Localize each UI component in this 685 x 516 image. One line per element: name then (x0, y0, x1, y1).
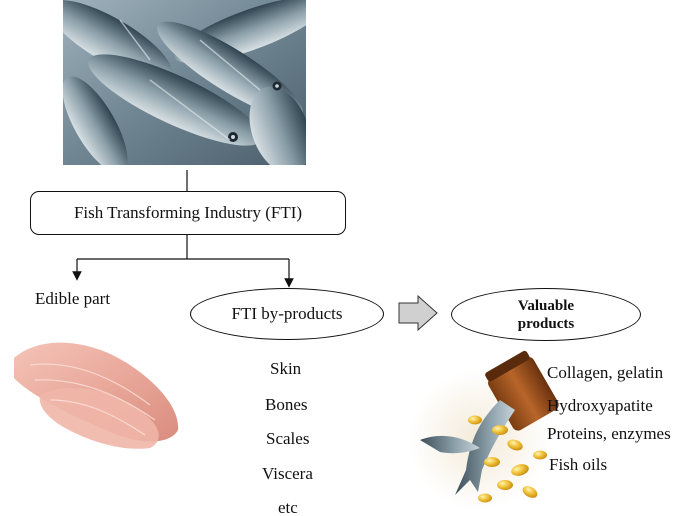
fti-label: Fish Transforming Industry (FTI) (73, 203, 303, 222)
byproduct-item: Scales (266, 429, 310, 448)
byproduct-item: Bones (265, 395, 308, 414)
valuable-label-line1: Valuable (517, 297, 575, 314)
byproduct-item: etc (278, 498, 298, 516)
valuable-item: Fish oils (549, 455, 608, 474)
byproducts-label: FTI by-products (231, 304, 343, 323)
byproduct-item: Viscera (262, 464, 313, 483)
valuable-item: Hydroxyapatite (547, 396, 653, 415)
byproducts-ellipse: FTI by-products (190, 288, 384, 340)
fti-box: Fish Transforming Industry (FTI) (30, 191, 346, 235)
edible-part-label: Edible part (35, 289, 111, 308)
valuable-label-line2: products (517, 315, 575, 332)
byproduct-item: Skin (270, 359, 302, 378)
valuable-item: Proteins, enzymes (547, 424, 671, 443)
valuable-products-ellipse: Valuable products (451, 288, 641, 341)
valuable-item: Collagen, gelatin (547, 363, 664, 382)
